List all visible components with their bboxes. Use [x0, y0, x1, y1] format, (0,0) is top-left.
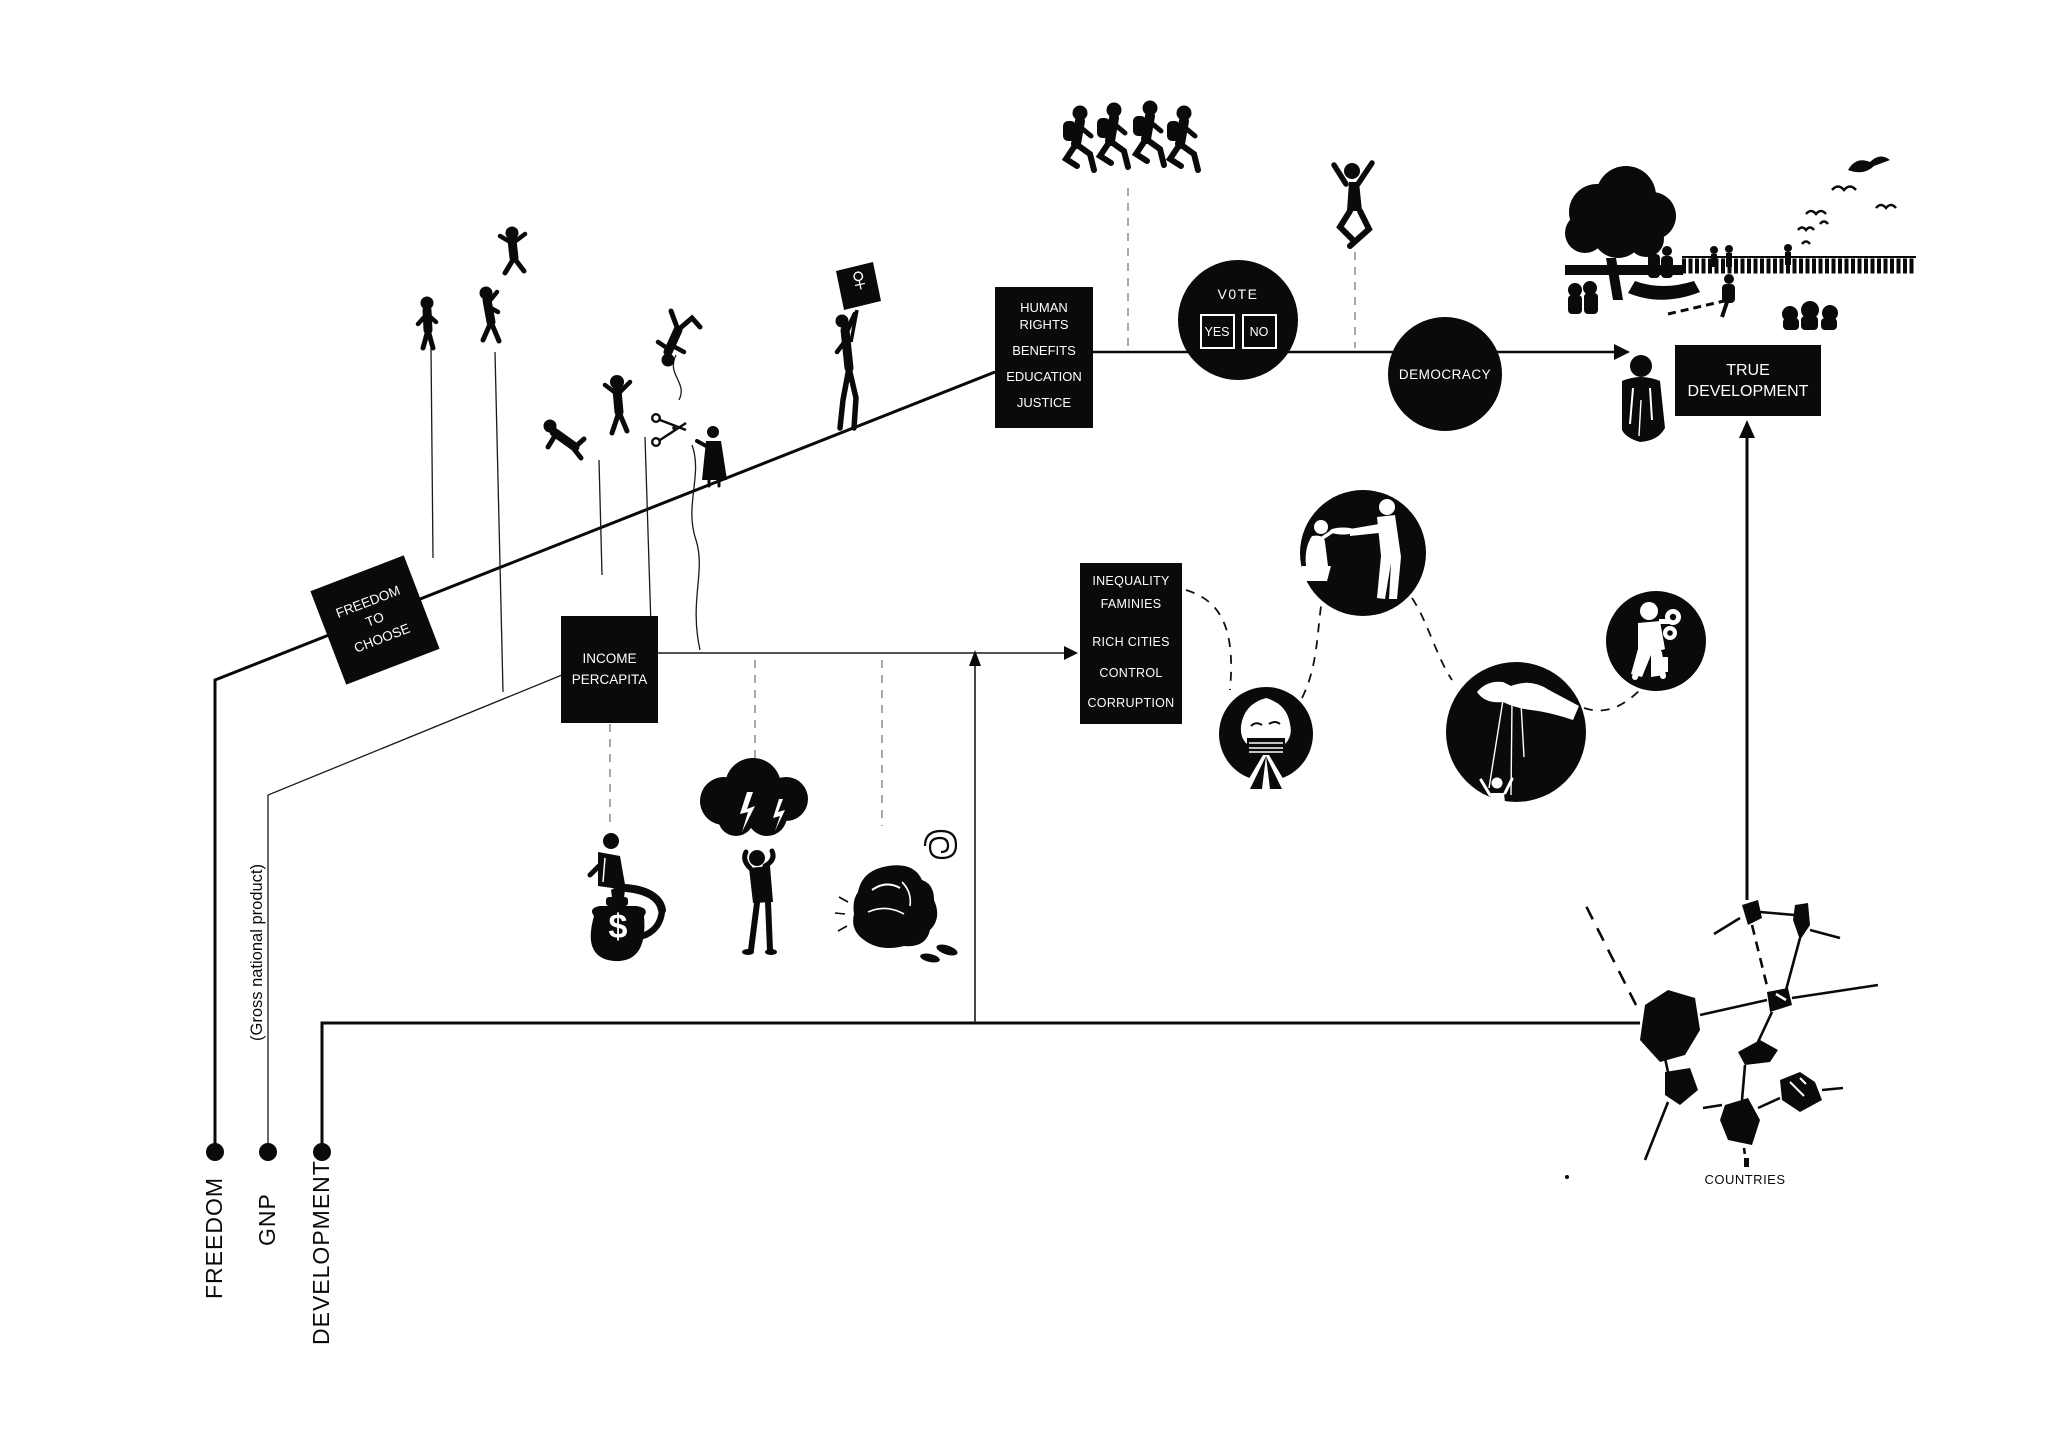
- seated-rich-man-icon: [587, 833, 666, 941]
- climbers-scene: [415, 226, 727, 693]
- lightning-icon-2: [773, 799, 785, 831]
- box-line: JUSTICE: [1016, 395, 1072, 410]
- climber-figures: [415, 226, 727, 488]
- climber-standing-icon: [415, 296, 439, 351]
- money-bag-dollar-symbol: $: [608, 908, 628, 946]
- development-to-income-arrow: [969, 650, 981, 1023]
- vote-title: V0TE: [1217, 286, 1259, 302]
- tree-icon: [1565, 166, 1676, 300]
- gnp-axis-label: GNP: [254, 1193, 280, 1246]
- democracy-label: DEMOCRACY: [1398, 366, 1492, 382]
- bench-couple-icon: [1648, 244, 1673, 278]
- vote-no-box: NO: [1241, 314, 1277, 349]
- stressed-man-icon: [742, 848, 777, 955]
- box-line: INCOME: [582, 650, 637, 666]
- gnp-note-label: (Gross national product): [248, 864, 266, 1041]
- depressed-person-scene: [834, 829, 958, 963]
- box-line: TRUE: [1726, 361, 1770, 379]
- storm-cloud-icon: [700, 758, 808, 836]
- falling-person-icon: [655, 308, 703, 367]
- tremble-marks: [834, 896, 849, 932]
- birds-icons: [1797, 156, 1897, 245]
- human-rights-box: HUMAN RIGHTS BENEFITS EDUCATION JUSTICE: [995, 287, 1093, 428]
- freedom-axis-label: FREEDOM: [201, 1177, 227, 1299]
- climber-crawling-icon: [543, 419, 587, 461]
- woman-cutting-icon: [695, 426, 727, 488]
- development-line: [320, 1021, 1640, 1152]
- shore-line: [1667, 299, 1725, 316]
- box-line: PERCAPITA: [571, 671, 648, 687]
- consequence-connectors: [1185, 589, 1643, 712]
- boat-icon: [1628, 281, 1700, 300]
- box-line: DEVELOPMENT: [1687, 382, 1809, 400]
- money-bag-icon: [590, 887, 646, 962]
- box-line: FAMINIES: [1100, 597, 1162, 611]
- female-sign-symbol: ♀: [842, 257, 876, 302]
- scissors-icon: [651, 413, 687, 448]
- puppet-hand-circle-icon: [1446, 662, 1586, 825]
- park-scene: [1565, 156, 1916, 330]
- arriving-person-icon: [1622, 355, 1665, 442]
- democracy-circle: DEMOCRACY: [1388, 317, 1502, 431]
- box-line: RIGHTS: [1019, 317, 1069, 332]
- income-to-inequality-arrow: [658, 646, 1078, 660]
- jumping-person-icon: [1331, 160, 1375, 249]
- climber-jumping-icon: [497, 226, 528, 276]
- dashed-droplines: [609, 188, 1356, 826]
- climber-on-rope-icon: [479, 286, 502, 344]
- picnic-group-icons: [1568, 281, 1838, 330]
- cut-rope-wavy: [691, 444, 701, 651]
- pier-people-icons: [1710, 244, 1792, 267]
- vote-yes-box: YES: [1199, 314, 1235, 349]
- running-children-icons: [1063, 101, 1198, 171]
- huddled-body: [853, 865, 938, 948]
- vote-options: YES NO: [1178, 314, 1298, 349]
- scribble-icon: [923, 829, 958, 860]
- money-man-scene: [587, 833, 666, 962]
- protester-figure-icon: [834, 311, 859, 431]
- vote-circle: V0TE YES NO: [1178, 260, 1298, 380]
- countries-to-truedev-arrow: [1739, 420, 1755, 900]
- inequality-box: INEQUALITY FAMINIES RICH CITIES CONTROL …: [1080, 563, 1182, 724]
- lightning-icon: [740, 792, 755, 832]
- box-line: RICH CITIES: [1092, 635, 1170, 649]
- park-ground: [1565, 265, 1683, 275]
- true-development-box: TRUE DEVELOPMENT: [1675, 345, 1821, 416]
- falling-rope-curl: [672, 354, 682, 401]
- development-axis-label: DEVELOPMENT: [308, 1160, 334, 1345]
- rights-to-truedev-line: [1092, 344, 1630, 360]
- countries-network: [1565, 897, 1879, 1179]
- freedom-axis-dot: [206, 1143, 224, 1161]
- box-line: INEQUALITY: [1092, 574, 1170, 588]
- climber-balancing-icon: [602, 375, 633, 436]
- income-percapita-box: INCOME PERCAPITA: [561, 616, 658, 723]
- silenced-circle-icon: [1219, 687, 1313, 789]
- windup-child-circle-icon: [1606, 591, 1706, 691]
- sitting-person-icon: [1720, 274, 1735, 318]
- box-line: CORRUPTION: [1087, 696, 1175, 710]
- box-line: CONTROL: [1099, 666, 1163, 680]
- protest-sign: [836, 262, 881, 310]
- box-line: HUMAN: [1020, 300, 1068, 315]
- gnp-axis-dot: [259, 1143, 277, 1161]
- food-aid-circle-icon: [1298, 490, 1426, 616]
- box-line: BENEFITS: [1012, 343, 1076, 358]
- box-line: EDUCATION: [1006, 369, 1082, 384]
- cloud-man-scene: [700, 758, 808, 955]
- gnp-line: [267, 674, 563, 1152]
- freedom-path-line: [213, 370, 996, 1152]
- country-node-icons: [1565, 900, 1822, 1179]
- development-axis-dot: [313, 1143, 331, 1161]
- countries-label: COUNTRIES: [1704, 1172, 1786, 1187]
- protester-scene: [834, 262, 881, 431]
